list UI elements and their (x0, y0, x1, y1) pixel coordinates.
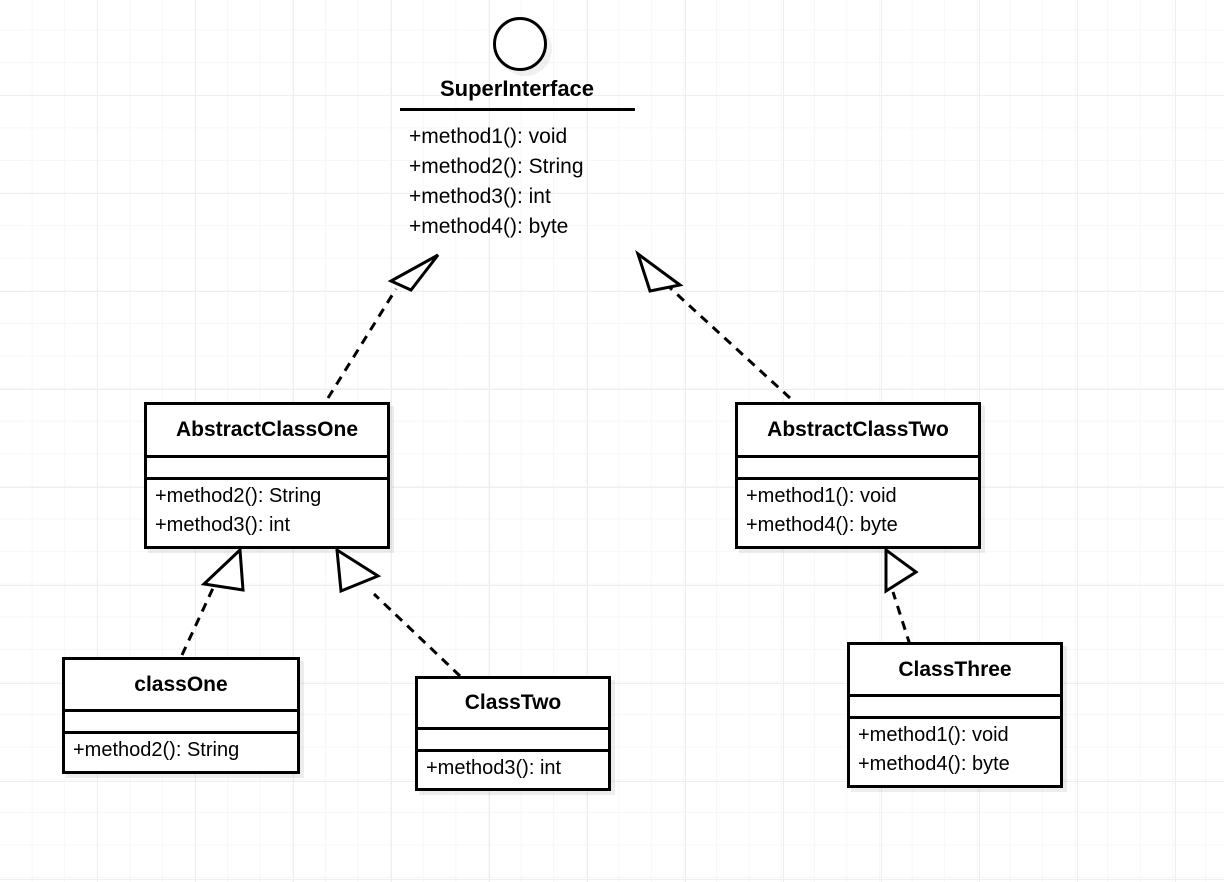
class-methods-compartment: +method3(): int (418, 749, 608, 788)
method-item: +method1(): void (858, 724, 1009, 746)
hollow-triangle-arrowhead (387, 253, 440, 292)
circle-icon (493, 17, 547, 71)
class-box-classone[interactable]: classOne +method2(): String (62, 657, 300, 774)
method-item: +method4(): byte (858, 753, 1010, 775)
relationship-abstractclassone-superinterface[interactable] (326, 253, 440, 399)
hollow-triangle-arrowhead (200, 546, 245, 592)
realization-line (326, 288, 398, 399)
interface-name: SuperInterface (439, 76, 595, 101)
class-attributes-compartment (65, 709, 297, 731)
method-item: +method3(): int (426, 757, 562, 779)
method-item: +method3(): int (409, 185, 551, 208)
class-methods-compartment: +method2(): String +method3(): int (147, 477, 387, 546)
interface-superinterface[interactable]: SuperInterface +method1(): void +method2… (0, 0, 1224, 260)
class-methods-compartment: +method1(): void +method4(): byte (850, 716, 1060, 785)
class-box-classthree[interactable]: ClassThree +method1(): void +method4(): … (847, 642, 1063, 788)
class-name: ClassTwo (464, 691, 562, 714)
class-attributes-compartment (738, 455, 978, 477)
method-item: +method1(): void (409, 125, 568, 148)
hollow-triangle-arrowhead (635, 250, 684, 293)
realization-line (891, 591, 912, 646)
class-methods-compartment: +method1(): void +method4(): byte (738, 477, 978, 546)
class-attributes-compartment (850, 694, 1060, 716)
method-item: +method2(): String (409, 155, 584, 178)
class-name: AbstractClassTwo (767, 418, 949, 441)
class-attributes-compartment (418, 727, 608, 749)
class-box-classtwo[interactable]: ClassTwo +method3(): int (415, 676, 611, 791)
class-name: ClassThree (898, 657, 1012, 681)
interface-title-divider (400, 108, 635, 111)
relationship-classone-abstractclassone[interactable] (180, 546, 245, 656)
realization-line (372, 592, 462, 678)
method-item: +method3(): int (155, 514, 291, 536)
class-name: classOne (134, 672, 228, 696)
relationship-classtwo-abstractclassone[interactable] (335, 547, 462, 678)
relationship-classthree-abstractclasstwo[interactable] (884, 547, 919, 646)
method-item: +method4(): byte (409, 215, 569, 238)
class-box-abstractclasstwo[interactable]: AbstractClassTwo +method1(): void +metho… (735, 402, 981, 549)
hollow-triangle-arrowhead (884, 547, 919, 594)
class-attributes-compartment (147, 455, 387, 477)
class-name: AbstractClassOne (175, 418, 359, 441)
realization-line (666, 284, 792, 400)
hollow-triangle-arrowhead (335, 547, 382, 594)
method-item: +method2(): String (155, 485, 322, 507)
relationship-abstractclasstwo-superinterface[interactable] (635, 250, 792, 400)
method-item: +method2(): String (73, 739, 240, 761)
method-item: +method4(): byte (746, 514, 898, 536)
interface-methods: +method1(): void +method2(): String +met… (409, 122, 709, 242)
method-item: +method1(): void (746, 485, 897, 507)
class-box-abstractclassone[interactable]: AbstractClassOne +method2(): String +met… (144, 402, 390, 549)
class-methods-compartment: +method2(): String (65, 731, 297, 771)
realization-line (180, 585, 216, 656)
